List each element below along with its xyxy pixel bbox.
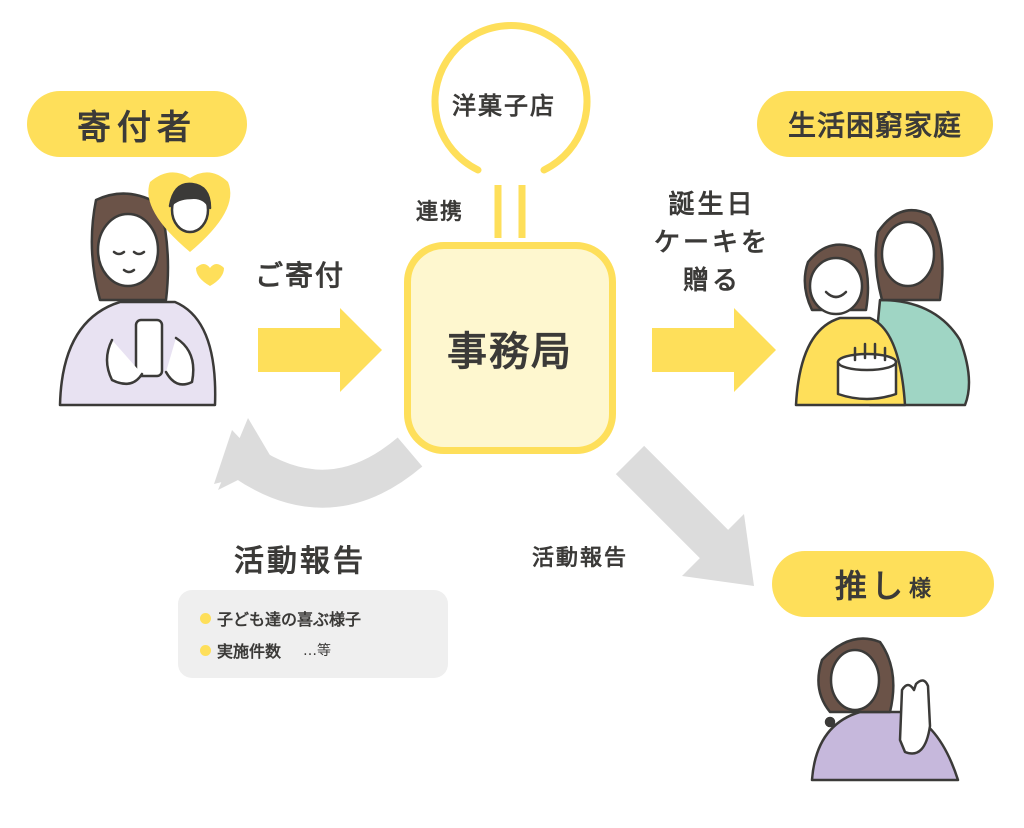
report-label-left: 活動報告 (234, 544, 366, 579)
oshi-illustration (810, 637, 960, 782)
bullet-dot (200, 644, 211, 656)
shop-ring (431, 22, 591, 238)
donor-illustration (58, 172, 231, 407)
families-node: 生活困窮家庭 (757, 91, 993, 157)
report-item: 実施件数 …等 (200, 634, 448, 666)
cooperation-label: 連携 (416, 200, 465, 225)
gift-label-line1: 誕生日 (668, 190, 756, 220)
donation-arrow (258, 308, 382, 392)
report-items-box: 子ども達の喜ぶ様子 実施件数 …等 (178, 590, 448, 678)
report-item: 子ども達の喜ぶ様子 (200, 602, 448, 634)
oshi-suffix: 様 (909, 577, 932, 602)
report-arrow-right (615, 445, 754, 586)
office-label: 事務局 (447, 329, 573, 375)
oshi-label: 推し (834, 567, 907, 605)
report-item-text: 実施件数 (217, 642, 282, 661)
donor-node: 寄付者 (27, 91, 247, 157)
gift-label: 誕生日 ケーキを 贈る (646, 186, 778, 300)
shop-label: 洋菓子店 (452, 92, 556, 120)
oshi-node: 推し 様 (772, 551, 994, 617)
gift-label-line2: ケーキを (653, 228, 770, 258)
report-item-text: 子ども達の喜ぶ様子 (217, 610, 362, 629)
donation-label: ご寄付 (255, 259, 346, 292)
gift-arrow (652, 308, 776, 392)
donor-label: 寄付者 (77, 107, 197, 148)
report-arrow-left (214, 418, 423, 508)
bullet-dot (200, 612, 211, 624)
report-label-right: 活動報告 (532, 546, 629, 571)
families-label: 生活困窮家庭 (787, 109, 962, 142)
family-illustration (794, 208, 971, 407)
report-item-suffix: …等 (303, 643, 332, 659)
office-node: 事務局 (404, 242, 616, 454)
gift-label-line3: 贈る (682, 266, 741, 296)
